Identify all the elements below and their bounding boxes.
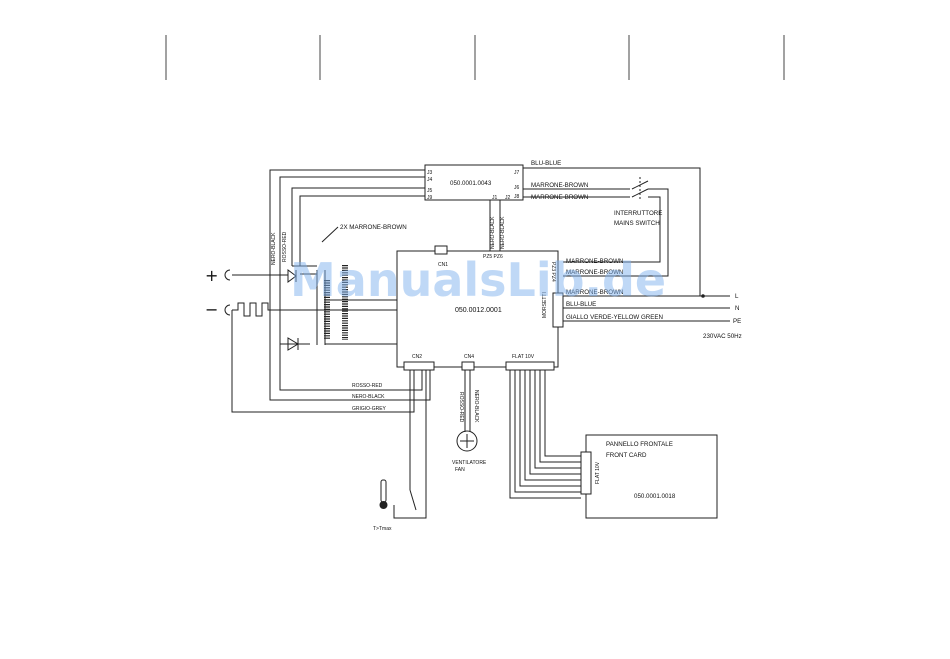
pin-j7: J7 <box>514 170 520 176</box>
label-nero-1: NERO-BLACK <box>490 216 496 249</box>
mains-n: N <box>735 305 739 312</box>
minus-terminal: − <box>205 300 218 319</box>
pin-j1: J1 <box>492 195 498 201</box>
thermostat: T>Tmax <box>373 479 392 532</box>
label-marrone-1: MARRONE-BROWN <box>531 182 588 189</box>
mains-pe: PE <box>733 318 741 325</box>
pin-j2: J2 <box>505 195 511 201</box>
pin-j9: J9 <box>427 195 433 201</box>
connector-cn4: CN4 <box>464 354 474 360</box>
label-cn2-grey: GRIGIO-GREY <box>352 406 387 412</box>
pin-j5: J5 <box>427 188 433 194</box>
label-term-green: GIALLO VERDE-YELLOW GREEN <box>566 314 663 321</box>
front-panel-part-number: 050.0001.0018 <box>634 493 676 500</box>
label-two-brown: 2X MARRONE-BROWN <box>340 224 407 231</box>
wires <box>231 167 730 519</box>
label-nero-left: NERO-BLACK <box>271 232 277 265</box>
page-top-marks <box>165 35 785 80</box>
label-blu-top: BLU-BLUE <box>531 160 561 167</box>
label-fan-black: NERO-BLACK <box>473 390 479 423</box>
connector-flat: FLAT 10V <box>512 354 535 360</box>
plus-terminal: + <box>205 266 218 285</box>
top-board: 050.0001.0043 J3 J4 J5 J9 J7 J6 J8 J1 J2 <box>424 164 524 201</box>
connector-pz5-pz6: PZ5 PZ6 <box>483 254 503 260</box>
top-board-part-number: 050.0001.0043 <box>450 180 492 187</box>
label-marrone-2: MARRONE-BROWN <box>531 194 588 201</box>
front-panel-title-it: PANNELLO FRONTALE <box>606 441 673 448</box>
fan-label-en: FAN <box>455 467 465 473</box>
wire-labels: BLU-BLUE MARRONE-BROWN MARRONE-BROWN NER… <box>271 160 663 423</box>
label-term-blue: BLU-BLUE <box>566 301 596 308</box>
label-fan-red: ROSSO-RED <box>458 392 464 423</box>
front-panel-title-en: FRONT CARD <box>606 452 647 459</box>
front-panel: PANNELLO FRONTALE FRONT CARD 050.0001.00… <box>580 434 718 519</box>
pin-j3: J3 <box>427 170 433 176</box>
label-nero-2: NERO-BLACK <box>500 216 506 249</box>
watermark: ManualsLib.de <box>290 253 666 307</box>
mains-l: L <box>735 293 739 300</box>
switch-label-en: MAINS SWITCH <box>614 220 660 227</box>
thermostat-label: T>Tmax <box>373 526 392 532</box>
label-term-brown: MARRONE-BROWN <box>566 289 623 296</box>
mains-spec: 230VAC 50Hz <box>703 333 742 340</box>
main-board-part-number: 050.0012.0001 <box>455 307 502 314</box>
label-pz-brown-2: MARRONE-BROWN <box>566 269 623 276</box>
switch-labels: INTERRUTTORE MAINS SWITCH <box>614 210 662 227</box>
connector-cn2: CN2 <box>412 354 422 360</box>
dc-terminals: + − <box>205 266 231 319</box>
mains-labels: L N PE 230VAC 50Hz <box>703 293 742 340</box>
connector-pz3-pz4: PZ3 PZ4 <box>550 262 556 282</box>
label-cn2-black: NERO-BLACK <box>352 394 385 400</box>
switch-label-it: INTERRUTTORE <box>614 210 662 217</box>
fan-label-it: VENTILATORE <box>452 460 487 466</box>
label-cn2-red: ROSSO-RED <box>352 383 383 389</box>
pin-j8: J8 <box>514 194 520 200</box>
fan: VENTILATORE FAN <box>452 430 487 473</box>
connector-cn1: CN1 <box>438 262 448 268</box>
label-pz-brown-1: MARRONE-BROWN <box>566 258 623 265</box>
front-panel-flat: FLAT 10V <box>595 461 601 484</box>
main-board: 050.0012.0001 CN1 PZ5 PZ6 PZ3 PZ4 MORSET… <box>396 245 564 371</box>
label-rosso-left: ROSSO-RED <box>282 231 288 262</box>
pin-j6: J6 <box>514 185 520 191</box>
connector-morsetti: MORSETTI <box>542 292 548 318</box>
pin-j4: J4 <box>427 177 433 183</box>
